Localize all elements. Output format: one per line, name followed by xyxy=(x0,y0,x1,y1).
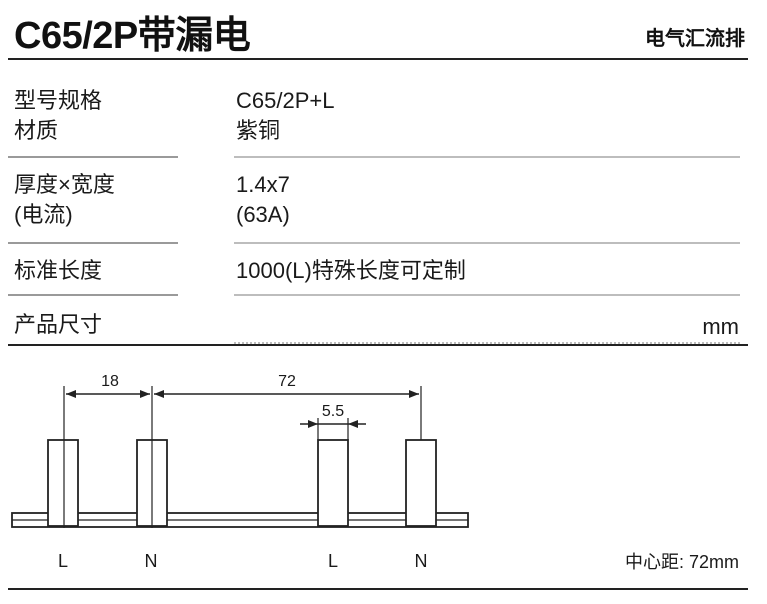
spec-label-model: 型号规格 xyxy=(14,88,103,113)
center-distance-note: 中心距: 72mm xyxy=(624,552,739,572)
row-divider xyxy=(234,294,740,296)
pin-label: L xyxy=(58,551,68,571)
pin-label: N xyxy=(145,551,158,571)
spec-label-standard-length: 标准长度 xyxy=(14,258,103,283)
arrowhead xyxy=(348,420,358,428)
row-divider xyxy=(234,242,740,244)
arrowhead xyxy=(154,390,164,398)
header-rule xyxy=(8,58,748,60)
row-divider xyxy=(8,242,178,244)
busbar-drawing: 18 72 5.5 L N L N xyxy=(11,373,469,571)
spec-value-model: C65/2P+L xyxy=(236,88,335,113)
dimension-label-pin-width: 5.5 xyxy=(322,403,344,420)
arrowhead xyxy=(308,420,318,428)
spec-value-standard-length: 1000(L)特殊长度可定制 xyxy=(236,258,466,283)
arrowhead xyxy=(140,390,150,398)
dotted-divider xyxy=(234,342,740,344)
pin-1 xyxy=(47,439,79,527)
dimension-label-center: 72 xyxy=(278,373,296,390)
section-rule xyxy=(8,344,748,346)
dimensions-label: 产品尺寸 xyxy=(14,312,103,337)
spec-value-material: 紫铜 xyxy=(236,118,281,143)
spec-label-current: (电流) xyxy=(14,202,73,227)
pin-4 xyxy=(405,439,437,527)
spec-value-current: (63A) xyxy=(236,202,290,227)
page-title: C65/2P带漏电 xyxy=(14,15,251,57)
spec-label-thickness-width: 厚度×宽度 xyxy=(14,172,115,197)
row-divider xyxy=(234,156,740,158)
row-divider xyxy=(8,294,178,296)
product-category: 电气汇流排 xyxy=(645,28,745,50)
row-divider xyxy=(8,156,178,158)
footer-rule xyxy=(8,588,748,590)
pin-label: L xyxy=(328,551,338,571)
dimension-label-pitch: 18 xyxy=(101,373,119,390)
pin-label: N xyxy=(415,551,428,571)
spec-label-material: 材质 xyxy=(14,118,59,143)
pin-3 xyxy=(317,439,349,527)
dimension-unit: mm xyxy=(702,314,739,339)
arrowhead xyxy=(66,390,76,398)
arrowhead xyxy=(409,390,419,398)
spec-value-thickness-width: 1.4x7 xyxy=(236,172,290,197)
